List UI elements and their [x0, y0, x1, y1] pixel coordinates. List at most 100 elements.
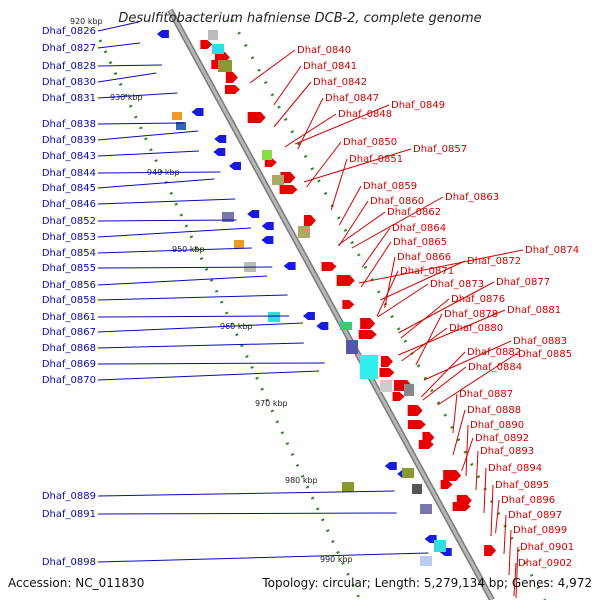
- label-leader-line: [508, 529, 512, 576]
- label-leader-line: [452, 393, 458, 434]
- kbp-tick-label: 920 kbp: [70, 17, 103, 26]
- gene-label: Dhaf_0852: [42, 216, 96, 227]
- forward-gene-arrow: [321, 262, 337, 271]
- gene-label: Dhaf_0858: [42, 295, 96, 306]
- reverse-gene-arrow: [213, 148, 226, 156]
- feature-block: [298, 226, 310, 238]
- gene-label: Dhaf_0870: [42, 375, 96, 386]
- feature-block: [172, 112, 182, 120]
- gene-label: Dhaf_0841: [303, 61, 357, 72]
- forward-gene-arrow: [392, 392, 405, 401]
- label-leader-line: [97, 266, 273, 269]
- gene-label: Dhaf_0827: [42, 43, 96, 54]
- label-leader-line: [97, 171, 221, 174]
- label-leader-line: [490, 484, 494, 537]
- label-leader-line: [294, 104, 390, 145]
- reverse-gene-arrow: [247, 210, 260, 218]
- feature-block: [208, 30, 218, 40]
- forward-gene-arrow: [484, 545, 497, 556]
- feature-block: [218, 60, 232, 72]
- gene-label: Dhaf_0899: [513, 525, 567, 536]
- gene-label: Dhaf_0880: [449, 323, 503, 334]
- label-leader-line: [97, 512, 397, 515]
- forward-gene-arrow: [336, 275, 355, 286]
- gene-label: Dhaf_0867: [42, 327, 96, 338]
- gene-label: Dhaf_0888: [467, 405, 521, 416]
- label-leader-line: [423, 340, 512, 381]
- label-leader-line: [358, 249, 524, 284]
- forward-gene-arrow: [360, 318, 376, 329]
- genome-backbone: [167, 8, 495, 600]
- gene-label: Dhaf_0877: [496, 277, 550, 288]
- map-title: Desulfitobacterium hafniense DCB-2, comp…: [118, 11, 481, 26]
- label-leader-line: [465, 424, 469, 477]
- forward-gene-arrow: [225, 72, 238, 83]
- gene-label: Dhaf_0868: [42, 343, 96, 354]
- kbp-tick-label: 990 kbp: [320, 555, 353, 564]
- label-leader-line: [420, 351, 466, 398]
- label-leader-line: [330, 158, 348, 211]
- gene-label: Dhaf_0882: [467, 347, 521, 358]
- gene-label: Dhaf_0896: [501, 495, 555, 506]
- feature-block: [342, 482, 354, 492]
- label-leader-line: [97, 130, 199, 141]
- feature-block: [340, 322, 352, 330]
- gene-label: Dhaf_0893: [480, 446, 534, 457]
- label-leader-line: [249, 49, 296, 84]
- gene-label: Dhaf_0847: [325, 93, 379, 104]
- label-leader-line: [97, 150, 200, 157]
- label-leader-line: [303, 148, 412, 183]
- feature-block: [434, 540, 446, 552]
- label-leader-line: [97, 370, 320, 381]
- feature-block: [176, 122, 186, 130]
- forward-gene-arrow: [264, 158, 277, 167]
- gene-label: Dhaf_0839: [42, 135, 96, 146]
- label-leader-line: [437, 353, 517, 406]
- feature-block: [420, 556, 432, 566]
- gene-label: Dhaf_0897: [508, 510, 562, 521]
- forward-gene-arrow: [443, 470, 462, 481]
- feature-block: [380, 380, 392, 392]
- feature-block: [360, 355, 378, 379]
- label-leader-line: [97, 342, 304, 349]
- label-leader-line: [284, 113, 337, 148]
- gene-label: Dhaf_0849: [391, 100, 445, 111]
- label-leader-line: [338, 211, 386, 246]
- feature-blocks: [172, 30, 446, 566]
- gene-label: Dhaf_0857: [413, 144, 467, 155]
- feature-block: [272, 175, 284, 185]
- gene-label: Dhaf_0864: [392, 223, 446, 234]
- label-leader-line: [377, 283, 429, 318]
- label-leader-line: [495, 499, 500, 534]
- label-leader-line: [97, 247, 252, 254]
- reverse-gene-arrow: [302, 312, 315, 320]
- kbp-tick-label: 930 kbp: [110, 93, 143, 102]
- label-leader-line: [384, 256, 396, 309]
- feature-block: [234, 240, 244, 248]
- forward-gene-arrow: [380, 356, 393, 367]
- gene-label: Dhaf_0843: [42, 151, 96, 162]
- label-leader-line: [97, 72, 157, 83]
- gene-label: Dhaf_0890: [470, 420, 524, 431]
- label-leader-line: [513, 562, 517, 597]
- label-leader-line: [338, 200, 369, 247]
- forward-gene-arrow: [303, 215, 316, 226]
- gene-label: Dhaf_0894: [488, 463, 542, 474]
- gene-label: Dhaf_0901: [520, 542, 574, 553]
- reverse-gene-arrow: [261, 236, 274, 244]
- gene-label: Dhaf_0887: [459, 389, 513, 400]
- forward-gene-arrow: [247, 112, 266, 123]
- label-leader-line: [97, 315, 290, 318]
- label-leader-line: [475, 450, 479, 491]
- label-leader-line: [401, 327, 448, 362]
- forward-gene-arrow: [407, 405, 423, 416]
- label-leader-line: [97, 294, 288, 301]
- gene-label: Dhaf_0871: [400, 266, 454, 277]
- gene-label: Dhaf_0874: [525, 245, 579, 256]
- gene-label: Dhaf_0869: [42, 359, 96, 370]
- gene-label: Dhaf_0895: [495, 480, 549, 491]
- label-leader-line: [97, 198, 236, 205]
- forward-gene-arrow: [342, 300, 355, 309]
- kbp-tick-label: 980 kbp: [285, 476, 318, 485]
